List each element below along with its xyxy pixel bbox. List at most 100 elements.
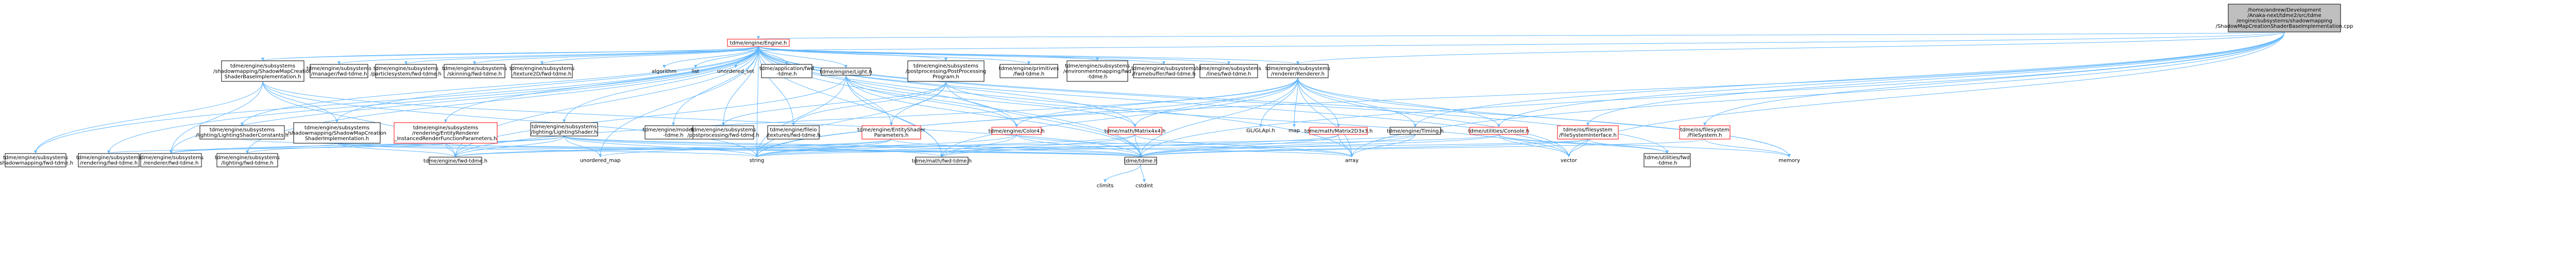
node-app_fwd[interactable]: tdme/application/fwd-tdme.h xyxy=(759,64,814,78)
arrowhead-pp-to-files_fwd xyxy=(792,123,795,126)
node-fs_h[interactable]: tdme/os/filesystem/FileSystem.h xyxy=(1679,125,1731,140)
node-string: string xyxy=(750,158,765,163)
node-tdme_h[interactable]: tdme/tdme.h xyxy=(1124,157,1158,165)
node-box-files_fwd xyxy=(767,125,820,140)
node-m2x3[interactable]: tdme/math/Matrix2D3x3.h xyxy=(1304,127,1373,135)
node-label-fs_h-line-0: tdme/os/filesystem xyxy=(1680,127,1730,133)
node-smcsi[interactable]: tdme/engine/subsystems/shadowmapping/Sha… xyxy=(287,122,386,144)
arrowhead-root-to-fs_h xyxy=(1703,123,1706,126)
edge-engine-to-prim_fwd xyxy=(758,46,1029,65)
edge-root-to-string xyxy=(756,31,2285,158)
node-pp[interactable]: tdme/engine/subsystems/postprocessing/Po… xyxy=(906,60,987,82)
node-box-lshader xyxy=(530,122,598,137)
node-light[interactable]: tdme/engine/Light.h xyxy=(820,67,872,76)
node-box-app_fwd xyxy=(761,64,812,78)
edge-m4x4-to-math_fwd xyxy=(941,134,1136,158)
node-label-app_fwd-line-1: -tdme.h xyxy=(776,72,796,77)
node-timing[interactable]: tdme/engine/Timing.h xyxy=(1387,127,1444,135)
node-box-timing xyxy=(1389,127,1441,135)
node-box-lighting_fwd xyxy=(216,153,278,167)
node-label-engine-line-0: tdme/engine/Engine.h xyxy=(730,40,787,46)
edge-engine-to-sm_fwd xyxy=(35,46,759,154)
node-box-erip xyxy=(394,122,498,144)
node-label-m2x3-line-0: tdme/math/Matrix2D3x3.h xyxy=(1304,128,1373,134)
arrowhead-engine-to-model_fwd xyxy=(672,123,675,126)
edge-light-to-m4x4 xyxy=(845,75,1136,128)
arrowhead-pp-to-esp xyxy=(890,123,893,126)
arrowhead-console-to-string xyxy=(755,154,758,157)
node-console[interactable]: tdme/utilities/Console.h xyxy=(1468,127,1530,135)
edge-color4-to-tdme_h xyxy=(1016,134,1141,158)
edge-console-to-tdme_h xyxy=(1140,134,1499,158)
edge-renderer-to-map xyxy=(1294,77,1298,128)
node-label-glext-line-0: GL/GLApi.h xyxy=(1246,128,1275,133)
node-model_fwd[interactable]: tdme/engine/model/fwd-tdme.h xyxy=(642,125,704,140)
node-label-pp_fwd-line-0: tdme/engine/subsystems xyxy=(691,127,756,133)
node-label-array-line-0: array xyxy=(1345,158,1359,163)
edge-renderer-to-console xyxy=(1297,77,1499,128)
arrowhead-smcsbi_h-to-smcsi xyxy=(335,120,338,123)
edge-engine-to-lshader xyxy=(564,46,759,123)
node-lsc_fwd[interactable]: tdme/engine/subsystems/lighting/Lighting… xyxy=(196,125,289,140)
node-prim_fwd[interactable]: tdme/engine/primitives/fwd-tdme.h xyxy=(999,64,1059,78)
node-ps_fwd[interactable]: tdme/engine/subsystems/particlesystem/fw… xyxy=(370,64,442,78)
node-box-renderer xyxy=(1267,64,1329,78)
arrowhead-erip-to-rendering_fwd xyxy=(107,150,110,154)
node-lines_fwd[interactable]: tdme/engine/subsystems/lines/fwd-tdme.h xyxy=(1196,64,1261,78)
node-box-smcsi xyxy=(293,122,381,144)
arrowhead-engine-to-smcsbi_h xyxy=(261,58,264,61)
node-label-pp_fwd-line-1: /postprocessing/fwd-tdme.h xyxy=(687,133,759,139)
node-label-ps_fwd-line-1: /particlesystem/fwd-tdme.h xyxy=(370,72,442,77)
node-label-fs_interface-line-1: /FileSystemInterface.h xyxy=(1559,133,1617,139)
edge-renderer-to-glext xyxy=(1260,77,1298,128)
node-renderer_fwd[interactable]: tdme/engine/subsystems/renderer/fwd-tdme… xyxy=(139,153,204,167)
node-label-smcsi-line-1: /shadowmapping/ShadowMapCreation xyxy=(287,130,386,136)
node-m4x4[interactable]: tdme/math/Matrix4x4.h xyxy=(1105,127,1166,135)
node-engine_fwd[interactable]: tdme/engine/fwd-tdme.h xyxy=(423,157,487,165)
node-env_fwd[interactable]: tdme/engine/subsystems/environmentmappin… xyxy=(1063,60,1131,82)
node-math_fwd[interactable]: tdme/math/fwd-tdme.h xyxy=(912,157,972,165)
node-label-smcsbi_h-line-0: tdme/engine/subsystems xyxy=(230,63,295,69)
node-label-erip-line-0: tdme/engine/subsystems xyxy=(413,125,478,131)
node-renderer[interactable]: tdme/engine/subsystems/renderer/Renderer… xyxy=(1265,64,1330,78)
node-color4[interactable]: tdme/engine/Color4.h xyxy=(989,127,1045,135)
node-label-prim_fwd-line-1: /fwd-tdme.h xyxy=(1013,72,1045,77)
node-label-model_fwd-line-0: tdme/engine/model/fwd xyxy=(642,127,704,133)
node-label-map-line-0: map xyxy=(1289,128,1300,133)
arrowhead-renderer-to-glext xyxy=(1259,124,1262,127)
node-files_fwd[interactable]: tdme/engine/fileio/textures/fwd-tdme.h xyxy=(766,125,821,140)
node-fs_interface[interactable]: tdme/os/filesystem/FileSystemInterface.h xyxy=(1557,125,1619,140)
node-label-algorithm-line-0: algorithm xyxy=(652,69,676,74)
edge-root-to-renderer xyxy=(1297,31,2285,65)
node-smcsbi_h[interactable]: tdme/engine/subsystems/shadowmapping/Sha… xyxy=(213,60,312,82)
node-engine[interactable]: tdme/engine/Engine.h xyxy=(727,39,790,47)
node-erip[interactable]: tdme/engine/subsystems/rendering/EntityR… xyxy=(394,122,498,144)
node-box-math_fwd xyxy=(915,157,969,165)
arrowhead-root-to-fs_interface xyxy=(1586,123,1589,126)
node-util_fwd[interactable]: tdme/utilities/fwd-tdme.h xyxy=(1643,153,1691,167)
arrowhead-engine-to-tex2d_fwd xyxy=(540,61,544,64)
node-label-root-line-0: /home/andrew/Development xyxy=(2248,8,2321,13)
edge-erip-to-rendering_fwd xyxy=(108,143,446,154)
node-fsi[interactable]: tdme/engine/subsystems/manager/fwd-tdme.… xyxy=(307,64,371,78)
node-label-cstdint-line-0: cstdint xyxy=(1136,183,1153,189)
node-label-lshader-line-1: /lighting/LightingShader.h xyxy=(531,130,598,135)
node-rendering_fwd[interactable]: tdme/engine/subsystems/rendering/fwd-tdm… xyxy=(76,153,141,167)
node-pp_fwd[interactable]: tdme/engine/subsystems/postprocessing/fw… xyxy=(687,125,759,140)
node-lshader[interactable]: tdme/engine/subsystems/lighting/Lighting… xyxy=(530,122,598,137)
node-label-fb_fwd-line-1: /framebuffer/fwd-tdme.h xyxy=(1132,72,1195,77)
node-label-unordered_set-line-0: unordered_set xyxy=(717,69,754,74)
node-sm_fwd[interactable]: tdme/engine/subsystems/shadowmapping/fwd… xyxy=(0,153,73,167)
node-unordered_map: unordered_map xyxy=(580,158,621,163)
node-lighting_fwd[interactable]: tdme/engine/subsystems/lighting/fwd-tdme… xyxy=(215,153,280,167)
node-box-esp xyxy=(861,125,921,140)
edge-console-to-util_fwd xyxy=(1498,134,1668,154)
node-tex2d_fwd[interactable]: tdme/engine/subsystems/texture2D/fwd-tdm… xyxy=(510,64,574,78)
node-box-tdme_h xyxy=(1124,157,1157,165)
node-skin_fwd[interactable]: tdme/engine/subsystems/skinning/fwd-tdme… xyxy=(442,64,507,78)
edge-engine-to-algorithm xyxy=(664,46,759,69)
node-fb_fwd[interactable]: tdme/engine/subsystems/framebuffer/fwd-t… xyxy=(1131,64,1196,78)
node-box-renderer_fwd xyxy=(140,153,202,167)
